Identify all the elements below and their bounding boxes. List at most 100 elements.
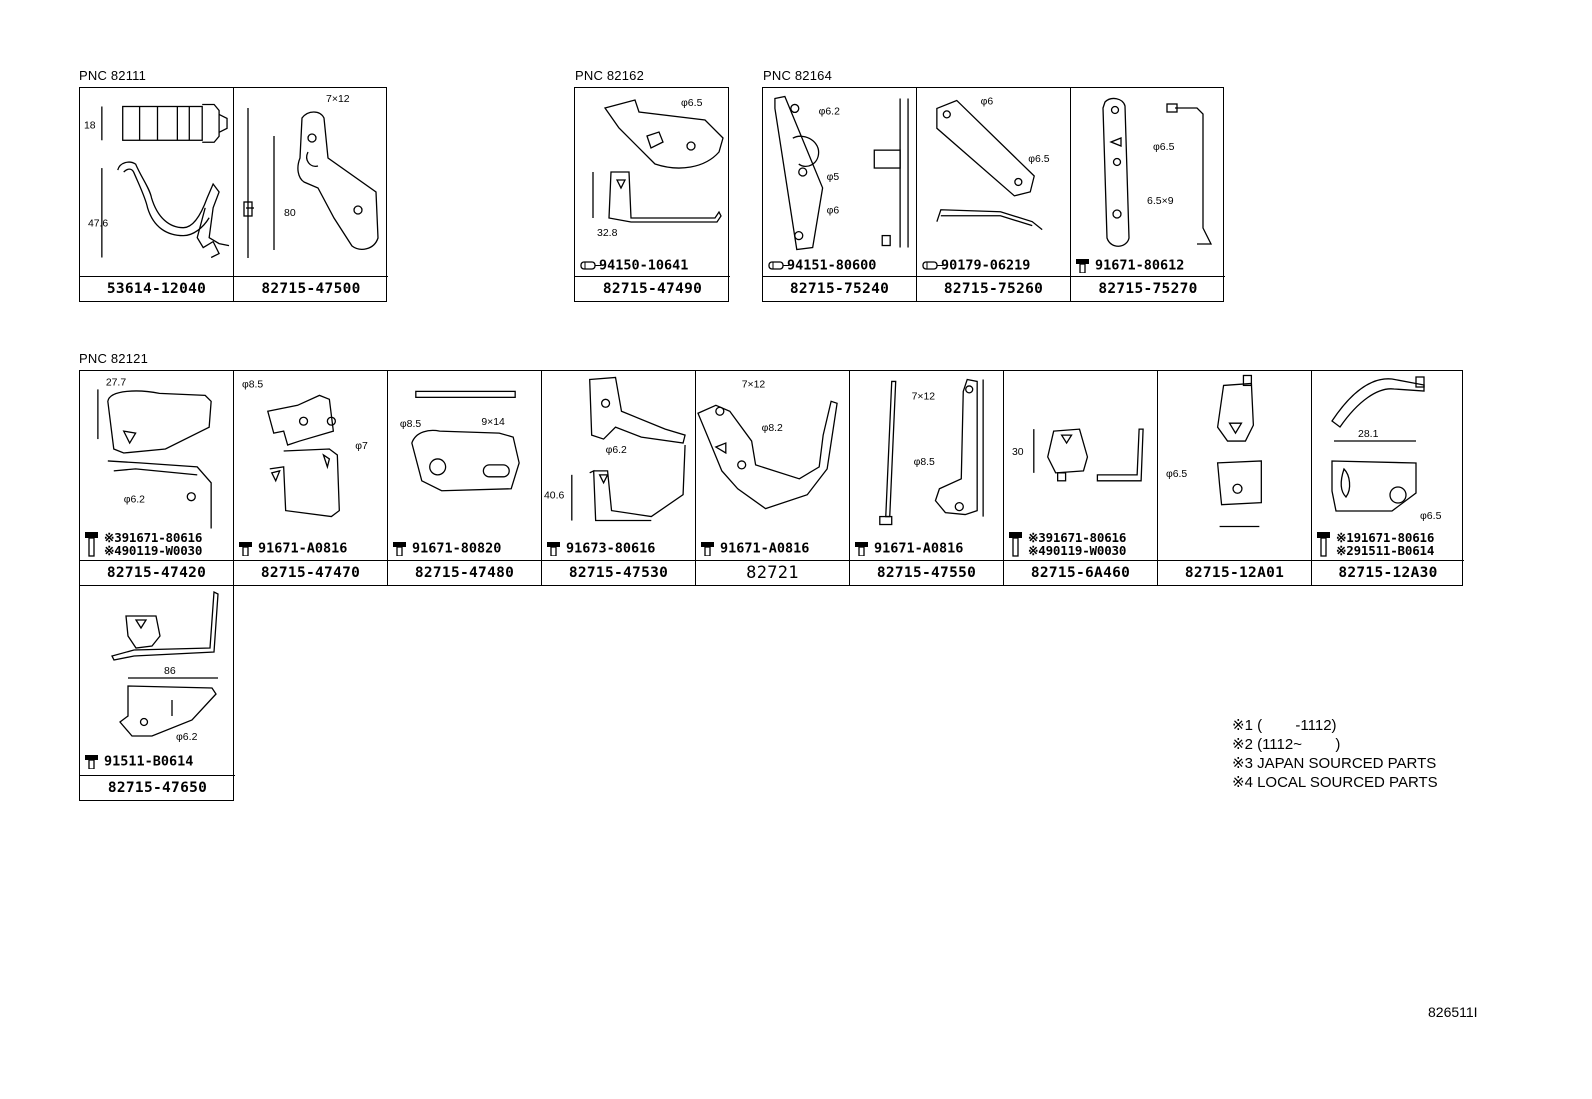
fastener-number[interactable]: 91671-80820 [412, 540, 502, 557]
part-number[interactable]: 82715-75270 [1071, 276, 1225, 301]
bolt-icon [1008, 531, 1028, 557]
fastener-row: ※191671-80616 ※291511-B0614 [1316, 531, 1462, 557]
part-cell-82715-47550[interactable]: 7×12 φ8.5 91671-A0816 82715-47550 [850, 371, 1004, 585]
dim-label: φ6.5 [1028, 154, 1049, 165]
part-cell-82715-75240[interactable]: φ6.2 φ5 φ6 94151-80600 82715-75240 [763, 88, 917, 301]
part-cell-82715-12A30[interactable]: 28.1 φ6.5 ※191671-80616 ※291511-B0614 82… [1312, 371, 1464, 585]
group-label-82162: PNC 82162 [575, 68, 645, 83]
bolt-icon [392, 541, 412, 556]
fastener-number[interactable]: 90179-06219 [941, 257, 1031, 274]
part-cell-82715-47530[interactable]: φ6.2 40.6 91673-80616 82715-47530 [542, 371, 696, 585]
fastener-number[interactable]: ※191671-80616 [1336, 530, 1435, 545]
dim-label: φ6.5 [1166, 469, 1187, 480]
dim-label: 28.1 [1358, 428, 1379, 440]
fastener-number[interactable]: 91671-80612 [1095, 257, 1185, 274]
part-cell-82715-12A01[interactable]: φ6.5 22 82715-12A01 [1158, 371, 1312, 585]
bolt-icon [84, 754, 104, 769]
part-number[interactable]: 82715-47420 [80, 560, 233, 585]
dim-label: φ6 [827, 206, 840, 217]
washer-icon [921, 258, 943, 273]
fastener-number[interactable]: ※490119-W0030 [104, 543, 203, 558]
part-number[interactable]: 82715-12A01 [1158, 560, 1311, 585]
bracket-drawing: 7×12 φ8.2 [697, 379, 838, 510]
part-cell-82715-47490[interactable]: φ6.5 32.8 94150-10641 82715-47490 [575, 88, 730, 301]
dim-label: φ8.5 [400, 419, 421, 430]
dim-label: φ8.5 [914, 457, 935, 468]
part-cell-82715-75260[interactable]: φ6 φ6.5 90179-06219 82715-75260 [917, 88, 1071, 301]
part-number[interactable]: 82715-47550 [850, 560, 1003, 585]
part-number[interactable]: 53614-12040 [80, 276, 233, 301]
part-number[interactable]: 82715-47480 [388, 560, 541, 585]
fastener-row: 91671-80612 [1075, 258, 1223, 274]
fastener-number[interactable]: ※391671-80616 [104, 530, 203, 545]
part-cell-82715-47500[interactable]: 7×12 80 82715-47500 [234, 88, 388, 301]
fastener-row: 91673-80616 [546, 541, 693, 557]
bracket-drawing: φ6 φ6.5 [936, 96, 1050, 231]
bracket-drawing: 86 φ6.2 [111, 590, 219, 743]
dim-label: φ6.5 [681, 97, 703, 109]
dim-label: φ6.2 [176, 731, 198, 743]
part-number[interactable]: 82715-47500 [234, 276, 388, 301]
part-number[interactable]: 82715-12A30 [1312, 560, 1464, 585]
part-cell-82715-47470[interactable]: φ8.5 φ7 91671-A0816 82715-47470 [234, 371, 388, 585]
dim-label: φ6 [981, 96, 994, 107]
dim-label: 30 [1012, 447, 1024, 458]
dim-label: φ6.5 [1420, 510, 1442, 522]
part-number[interactable]: 82715-6A460 [1004, 560, 1157, 585]
bracket-drawing: φ8.5 9×14 [400, 390, 520, 492]
part-number[interactable]: 82715-47470 [234, 560, 387, 585]
part-cell-82715-47650[interactable]: 86 φ6.2 91511-B0614 82715-47650 [80, 586, 235, 800]
dim-label: φ8.2 [762, 423, 783, 434]
washer-icon [767, 258, 789, 273]
part-cell-82715-47480[interactable]: φ8.5 9×14 91671-80820 82715-47480 [388, 371, 542, 585]
part-number[interactable]: 82715-75240 [763, 276, 916, 301]
bracket-drawing: 28.1 φ6.5 [1331, 376, 1442, 522]
footnotes: ※1 ( -1112) ※2 (1112~ ) ※3 JAPAN SOURCED… [1232, 716, 1438, 792]
fastener-number[interactable]: 91673-80616 [566, 540, 656, 557]
part-cell-82715-6A460[interactable]: 30 ※391671-80616 ※490119-W0030 82715-6A4… [1004, 371, 1158, 585]
fastener-number[interactable]: 91671-A0816 [258, 540, 348, 557]
fastener-number[interactable]: ※391671-80616 [1028, 530, 1127, 545]
fastener-number[interactable]: 94151-80600 [787, 257, 877, 274]
bracket-drawing: φ6.5 6.5×9 [1102, 97, 1213, 247]
dim-label: φ6.2 [819, 106, 840, 117]
fastener-row: 91671-A0816 [238, 541, 385, 557]
fastener-number[interactable]: 91511-B0614 [104, 753, 194, 770]
bracket-drawing: φ6.5 22 [1166, 374, 1262, 528]
fastener-number[interactable]: 91671-A0816 [874, 540, 964, 557]
bolt-icon [1316, 531, 1336, 557]
bolt-icon [238, 541, 258, 556]
fastener-number[interactable]: 91671-A0816 [720, 540, 810, 557]
part-number[interactable]: 82715-47650 [80, 775, 235, 800]
dim-label: 47.6 [88, 219, 108, 230]
bracket-drawing: φ6.2 40.6 [544, 376, 686, 522]
dim-label: 32.8 [597, 227, 618, 239]
part-number[interactable]: 82715-47530 [542, 560, 695, 585]
bolt-icon [84, 531, 104, 557]
group-label-82111: PNC 82111 [79, 68, 147, 83]
bracket-drawing: 30 [1012, 428, 1144, 482]
fastener-number[interactable]: 94150-10641 [599, 257, 689, 274]
fastener-row: 91671-A0816 [854, 541, 1001, 557]
bracket-drawing: φ6.2 φ5 φ6 [774, 95, 909, 251]
dim-label: φ7 [355, 441, 368, 452]
fastener-number[interactable]: ※291511-B0614 [1336, 543, 1435, 558]
dim-label: φ5 [827, 172, 840, 183]
part-cell-82721[interactable]: 7×12 φ8.2 91671-A0816 82721 [696, 371, 850, 585]
part-number[interactable]: 82715-47490 [575, 276, 730, 301]
part-cell-82715-47420[interactable]: 27.7 φ6.2 ※391671-80616 ※490119-W0030 82… [80, 371, 234, 585]
dim-label: 27.7 [106, 377, 126, 388]
group-82121: 27.7 φ6.2 ※391671-80616 ※490119-W0030 82… [79, 370, 1464, 586]
diagram-id: 826511I [1428, 1004, 1478, 1020]
bolt-icon [700, 541, 720, 556]
fastener-row: 90179-06219 [921, 258, 1068, 274]
footnote: ※1 ( -1112) [1232, 717, 1337, 734]
part-number[interactable]: 82721 [696, 560, 849, 585]
fastener-row: 91671-80820 [392, 541, 539, 557]
part-cell-53614-12040[interactable]: 18 47.6 53614-12040 [80, 88, 234, 301]
part-number[interactable]: 82715-75260 [917, 276, 1070, 301]
fastener-number[interactable]: ※490119-W0030 [1028, 543, 1127, 558]
bolt-icon [854, 541, 874, 556]
part-cell-82715-75270[interactable]: φ6.5 6.5×9 91671-80612 82715-75270 [1071, 88, 1225, 301]
dim-label: 86 [164, 665, 176, 677]
